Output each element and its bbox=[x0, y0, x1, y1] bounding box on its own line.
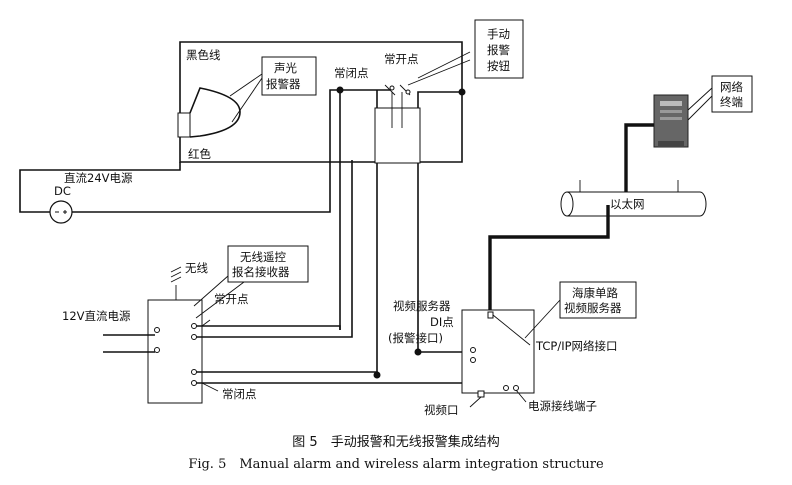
manual-alarm-button-symbol bbox=[336, 51, 471, 164]
hikvision-server-label-box bbox=[559, 281, 637, 319]
sound-light-alarm-symbol bbox=[177, 73, 263, 138]
black-wire-label: 黑色线 bbox=[186, 48, 221, 62]
red-wire-label: 红色 bbox=[188, 147, 211, 161]
lan-label: 以太网 bbox=[610, 197, 645, 211]
sound-light-alarm-label-box bbox=[261, 56, 317, 96]
no-point-top-label: 常开点 bbox=[384, 52, 419, 66]
dc24-power-symbol bbox=[49, 200, 73, 224]
hikvision-server-label-line2: 视频服务器 bbox=[564, 301, 622, 315]
terminal-cable bbox=[624, 123, 654, 205]
server-cable bbox=[488, 205, 610, 310]
hikvision-server-label-line1: 海康单路 bbox=[572, 286, 618, 300]
video-server-di-label-line1: 视频服务器 bbox=[393, 299, 451, 313]
manual-button-label-line1: 手动 bbox=[487, 27, 510, 41]
lan-cylinder bbox=[560, 180, 707, 217]
network-terminal-label-line1: 网络 bbox=[720, 80, 743, 94]
nc-point-bottom-label: 常闭点 bbox=[222, 387, 257, 401]
dc-label: DC bbox=[54, 184, 71, 198]
wireless-receiver-label-line1: 无线遥控 bbox=[240, 250, 286, 264]
tcpip-port-label: TCP/IP网络接口 bbox=[535, 339, 618, 353]
manual-button-label-line3: 按钮 bbox=[487, 59, 510, 73]
video-server-di-label-line2: DI点 bbox=[430, 315, 454, 329]
nc-point-top-label: 常闭点 bbox=[334, 66, 369, 80]
wireless-label: 无线 bbox=[185, 261, 208, 275]
video-server-di-label-line3: (报警接口) bbox=[388, 331, 443, 345]
manual-button-label-line2: 报警 bbox=[487, 43, 510, 57]
manual-button-label-box bbox=[474, 19, 524, 79]
dc24-power-label: 直流24V电源 bbox=[64, 171, 133, 185]
network-terminal-label-box bbox=[711, 75, 753, 113]
no-point-left-label: 常开点 bbox=[214, 292, 249, 306]
dc12-power-label: 12V直流电源 bbox=[62, 309, 131, 323]
receiver-terminals bbox=[154, 319, 219, 392]
caption-zh: 图 5 手动报警和无线报警集成结构 bbox=[292, 434, 499, 450]
network-terminal-icon bbox=[653, 87, 713, 148]
power-terminal-label: 电源接线端子 bbox=[528, 399, 597, 413]
wireless-receiver-label-box bbox=[227, 245, 309, 283]
caption-en: Fig. 5 Manual alarm and wireless alarm i… bbox=[188, 457, 604, 472]
wireless-receiver-label-line2: 报名接收器 bbox=[232, 265, 290, 279]
video-port-label: 视频口 bbox=[424, 403, 459, 417]
sound-light-alarm-label-line1: 声光 bbox=[274, 61, 297, 75]
top-circuit-wires bbox=[19, 41, 463, 375]
video-server-box bbox=[461, 299, 561, 408]
network-terminal-label-line2: 终端 bbox=[720, 95, 743, 109]
sound-light-alarm-label-line2: 报警器 bbox=[266, 77, 301, 91]
